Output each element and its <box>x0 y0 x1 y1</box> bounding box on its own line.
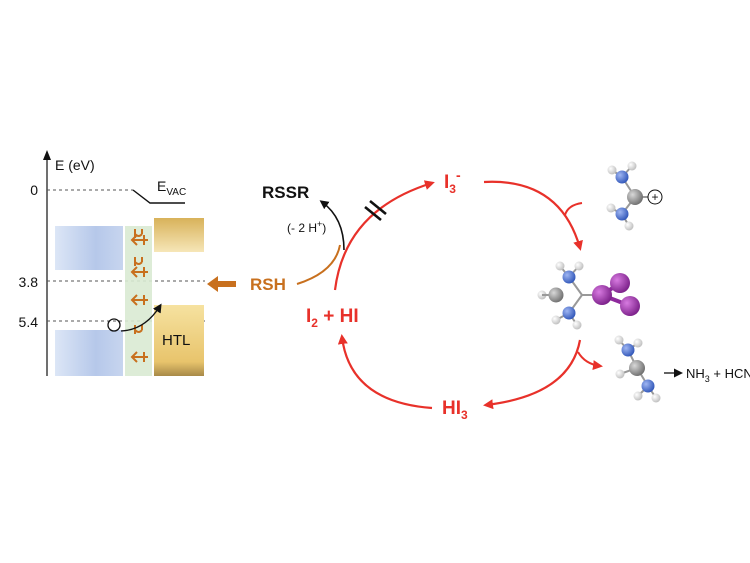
minus-2h-label: (- 2 H+) <box>287 219 326 235</box>
htl-label: HTL <box>162 332 190 349</box>
perovskite-valence-band <box>55 330 123 376</box>
dipole-mu <box>134 325 143 334</box>
arc-i2hi-to-i3 <box>333 180 435 291</box>
i2-plus-hi-label: I2 + HI <box>306 306 359 330</box>
dipole-marker <box>130 351 148 363</box>
vacuum-level-line <box>132 189 185 204</box>
positive-charge-symbol: + <box>651 190 658 204</box>
dipole-marker <box>130 266 148 278</box>
rsh-to-rssr-path <box>296 244 341 285</box>
arc-i3-to-complex <box>483 180 583 251</box>
guanidinium-triiodide-complex <box>537 261 640 330</box>
positive-charge-circle <box>647 189 663 205</box>
y-axis-label: E (eV) <box>55 157 95 173</box>
evac-label: EVAC <box>157 178 186 198</box>
i3-minus-label: I3- <box>444 167 461 196</box>
hi3-label: HI3 <box>442 398 468 422</box>
hole-transfer-arrow <box>120 303 162 332</box>
hole-circle <box>107 318 121 332</box>
rssr-label: RSSR <box>262 183 309 202</box>
energy-level-diagram: E (eV) 0 3.8 5.4 EVAC HTL <box>19 150 205 376</box>
link-arrow-left <box>207 276 236 292</box>
arc-hi3-to-i2hi <box>337 334 433 410</box>
tick-label-3-8: 3.8 <box>19 274 39 290</box>
dipole-mu <box>134 257 143 266</box>
rssr-arrow <box>319 200 345 251</box>
dipole-marker <box>130 294 148 306</box>
guanidinium-join-arrow <box>564 202 583 216</box>
arc-complex-to-hi3 <box>483 339 582 410</box>
rsh-label: RSH <box>250 275 286 294</box>
htl-lumo-band <box>154 218 204 252</box>
guanidinium-cation-molecule <box>606 161 648 231</box>
products-label: NH3 + HCN <box>686 366 750 384</box>
guanidine-molecule <box>614 335 661 403</box>
tick-label-5-4: 5.4 <box>19 314 39 330</box>
reaction-cycle: RSH RSSR (- 2 H+) I3- HI3 I2 + HI <box>250 167 603 422</box>
product-release-arrow <box>577 351 603 371</box>
energy-axis-arrowhead <box>43 150 51 160</box>
tick-label-0: 0 <box>30 182 38 198</box>
interface-dipoles <box>130 229 148 363</box>
htl-homo-band <box>154 305 204 376</box>
dipole-mu <box>134 229 143 238</box>
perovskite-conduction-band <box>55 226 123 270</box>
blocked-marker <box>364 199 387 222</box>
